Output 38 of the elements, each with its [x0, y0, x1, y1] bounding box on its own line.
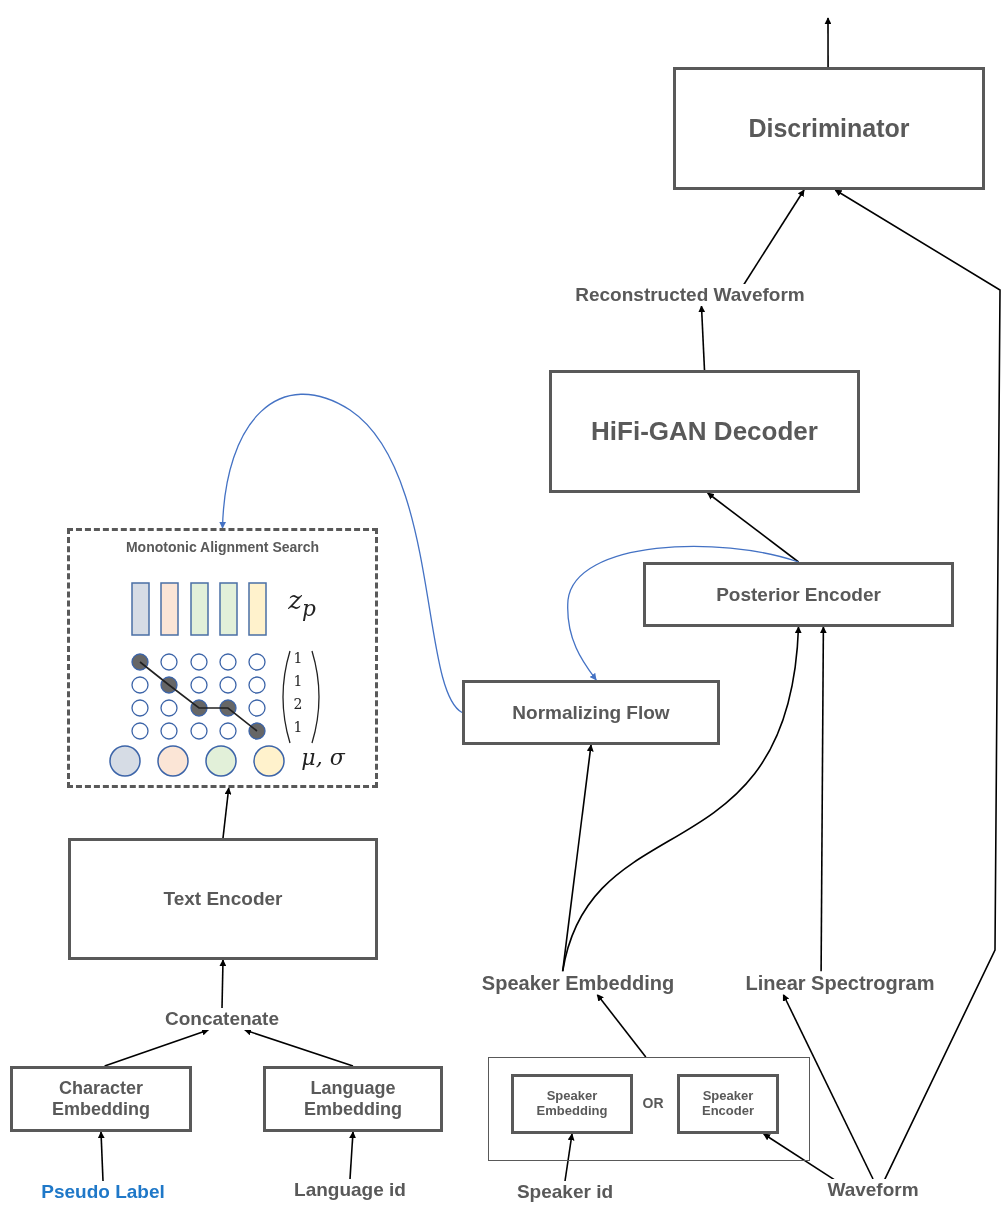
arrow: [564, 1133, 575, 1182]
arrow: [824, 17, 832, 68]
curved-arrow: [567, 545, 800, 681]
container-box: [488, 1057, 810, 1161]
process-box: Speaker Encoder: [677, 1074, 779, 1134]
curved-arrow: [219, 393, 463, 714]
arrow: [349, 1131, 357, 1180]
arrow: [698, 305, 706, 371]
process-box: Posterior Encoder: [643, 562, 954, 627]
arrow: [103, 1028, 210, 1067]
process-box: Language Embedding: [263, 1066, 443, 1132]
arrow: [819, 626, 827, 973]
process-box: Text Encoder: [68, 838, 378, 960]
arrow: [782, 993, 874, 1180]
curved-arrow: [834, 189, 1001, 1182]
group-title: Monotonic Alignment Search: [124, 539, 321, 555]
duration-number: 2: [293, 696, 303, 712]
parameter-symbol: μ, σ: [301, 744, 345, 770]
arrow: [742, 189, 805, 287]
duration-number: 1: [293, 673, 303, 689]
process-box: Discriminator: [673, 67, 985, 190]
dashed-group-box: [67, 528, 378, 788]
curved-arrow: [561, 626, 802, 973]
duration-number: 1: [293, 650, 303, 666]
arrow: [244, 1028, 354, 1067]
duration-number: 1: [293, 719, 303, 735]
signal-label: Reconstructed Waveform: [575, 284, 805, 306]
latent-symbol: z$_{p}$: [288, 585, 316, 621]
arrow: [596, 993, 647, 1058]
arrow: [219, 959, 227, 1009]
process-box: Normalizing Flow: [462, 680, 720, 745]
process-box: Speaker Embedding: [511, 1074, 633, 1134]
arrow: [97, 1131, 105, 1182]
process-box: HiFi-GAN Decoder: [549, 370, 860, 493]
arrow: [706, 492, 800, 563]
process-box: Character Embedding: [10, 1066, 192, 1132]
arrow: [222, 787, 232, 839]
or-label: OR: [642, 1095, 664, 1111]
